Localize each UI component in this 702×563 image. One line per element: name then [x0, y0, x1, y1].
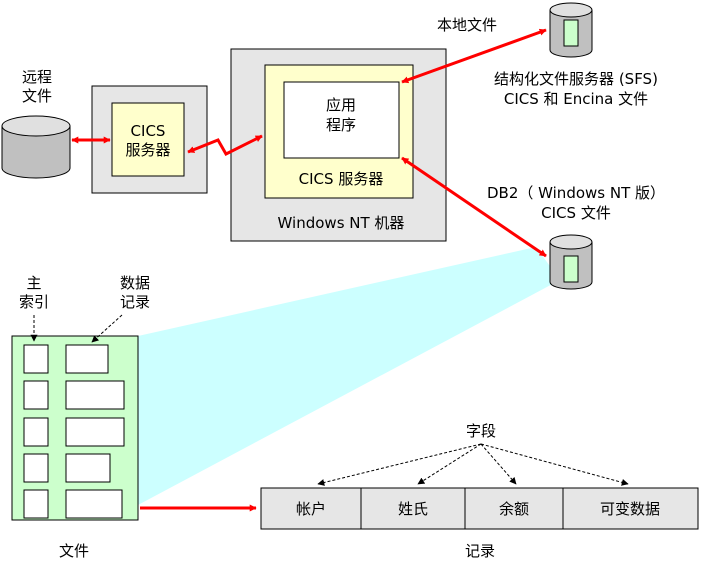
- remote-files-label-2: 文件: [22, 87, 52, 105]
- data-record-box: [65, 344, 109, 374]
- nt-server-label: CICS 服务器: [299, 170, 384, 188]
- local-file-arrow: [401, 28, 547, 84]
- fields-label: 字段: [466, 422, 496, 440]
- data-record-label-1: 数据: [120, 274, 150, 292]
- data-record-box: [65, 380, 125, 410]
- sfs-label-2: CICS 和 Encina 文件: [504, 90, 648, 108]
- index-entry: [23, 453, 49, 483]
- db2-label-1: DB2（ Windows NT 版）: [487, 184, 665, 202]
- primary-index-label-1: 主: [26, 274, 41, 292]
- data-record-box: [65, 453, 111, 483]
- record-caption: 记录: [465, 542, 495, 560]
- data-record-box: [65, 417, 125, 447]
- left-cics-server-box: [111, 102, 185, 177]
- remote-files-label-1: 远程: [22, 68, 52, 86]
- application-program-box: [283, 81, 400, 159]
- record-field-surname: 姓氏: [398, 500, 428, 518]
- record-field-account: 帐户: [296, 500, 326, 518]
- record-field-variable-data: 可变数据: [600, 500, 660, 518]
- index-entry: [23, 380, 49, 410]
- local-database-icon: [549, 2, 593, 58]
- index-entry: [23, 417, 49, 447]
- file-caption: 文件: [59, 542, 89, 560]
- remote-database-icon: [1, 115, 71, 179]
- primary-index-label-2: 索引: [19, 293, 49, 311]
- field-pointers: [317, 443, 629, 486]
- app-label-1: 应用: [326, 96, 356, 114]
- data-record-box: [65, 489, 123, 519]
- data-record-label-2: 记录: [120, 293, 150, 311]
- server-link-arrow: [187, 134, 263, 156]
- index-entry: [23, 344, 49, 374]
- db2-label-2: CICS 文件: [541, 204, 611, 222]
- nt-machine-label: Windows NT 机器: [278, 214, 405, 232]
- left-server-label-1: CICS: [131, 122, 166, 140]
- left-server-label-2: 服务器: [125, 141, 170, 159]
- local-file-label: 本地文件: [437, 16, 497, 34]
- index-entry: [23, 489, 49, 519]
- sfs-label-1: 结构化文件服务器 (SFS): [494, 70, 658, 88]
- zoom-highlight: [138, 247, 560, 505]
- data-record-pointer: [91, 314, 123, 343]
- db2-arrow: [401, 156, 547, 258]
- record-field-balance: 余额: [499, 500, 529, 518]
- data-records: [65, 344, 125, 519]
- index-entries: [23, 344, 49, 519]
- app-label-2: 程序: [326, 116, 356, 134]
- db2-database-icon: [549, 234, 593, 290]
- record-bar: [260, 487, 699, 530]
